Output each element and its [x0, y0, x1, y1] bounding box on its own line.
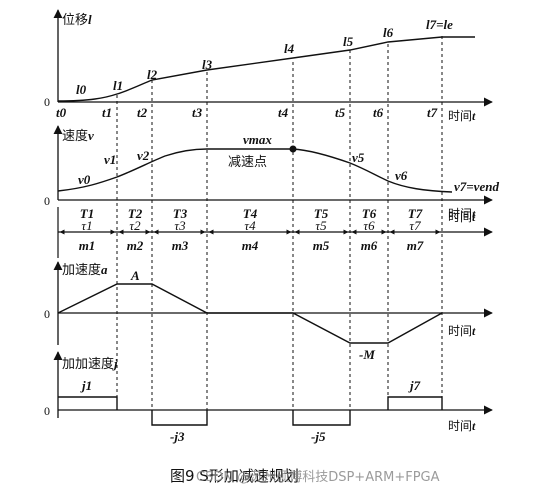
position-panel: 位移l 0 时间t l0 l1 l2 l3 l4 l5 l6 l7=le t0 … [44, 9, 493, 123]
label-tau4: τ4 [244, 218, 256, 233]
jerk-step-7 [387, 396, 443, 410]
segment-tau-row: τ1 τ2 τ3 τ4 τ5 τ6 τ7 [81, 218, 421, 233]
label-t6: t6 [373, 105, 384, 120]
label-tau3: τ3 [174, 218, 186, 233]
label-l6: l6 [383, 25, 394, 40]
label-vmax: vmax [243, 132, 272, 147]
segment-T-row: T1 T2 T3 T4 T5 T6 T7 [80, 206, 423, 221]
label-m4: m4 [242, 238, 259, 253]
accel-trough-label: -M [359, 347, 375, 362]
segment-m-row: m1 m2 m3 m4 m5 m6 m7 [79, 238, 424, 253]
label-v6: v6 [395, 168, 408, 183]
label-j1: j1 [80, 378, 92, 393]
label-t5: t5 [335, 105, 346, 120]
position-axis-title: 位移l [62, 12, 92, 28]
position-point-labels: l0 l1 l2 l3 l4 l5 l6 l7=le [76, 17, 453, 97]
label-v5: v5 [352, 150, 365, 165]
label-l7: l7=le [426, 17, 453, 32]
label-T3: T3 [173, 206, 188, 221]
label-T6: T6 [362, 206, 377, 221]
label-v0: v0 [78, 172, 91, 187]
label-l2: l2 [147, 67, 158, 82]
label-m2: m2 [127, 238, 144, 253]
accel-axis-title: 加速度a [62, 262, 108, 278]
label-T1: T1 [80, 206, 94, 221]
jerk-step-3 [151, 410, 208, 426]
watermark: CSDN @苏州硕博科技DSP+ARM+FPGA [196, 469, 440, 485]
jerk-zero: 0 [44, 404, 50, 418]
jerk-step-5 [292, 410, 351, 426]
accel-peak-label: A [130, 268, 140, 283]
time-guide-lines [116, 36, 443, 425]
label-T4: T4 [243, 206, 258, 221]
label-tau7: τ7 [409, 218, 421, 233]
label-m3: m3 [172, 238, 189, 253]
label-tau6: τ6 [363, 218, 375, 233]
label-l1: l1 [113, 78, 123, 93]
label-m5: m5 [313, 238, 330, 253]
acceleration-panel: 加速度a 0 A -M 时间t [44, 261, 493, 362]
label-tau5: τ5 [315, 218, 327, 233]
jerk-steps [58, 396, 443, 426]
velocity-axis-title: 速度v [62, 128, 94, 144]
label-t4: t4 [278, 105, 289, 120]
jerk-axis-title: 加加速度j [62, 356, 118, 372]
label-l0: l0 [76, 82, 87, 97]
position-curve [57, 36, 475, 102]
position-time-label: 时间t [448, 109, 476, 123]
jerk-time-label: 时间t [448, 419, 476, 433]
label-l5: l5 [343, 34, 354, 49]
label-m7: m7 [407, 238, 424, 253]
label-l3: l3 [202, 57, 213, 72]
label-t7: t7 [427, 105, 438, 120]
label-T7: T7 [408, 206, 423, 221]
velocity-zero: 0 [44, 194, 50, 208]
accel-time-label: 时间t [448, 324, 476, 338]
label-tau2: τ2 [129, 218, 141, 233]
jerk-panel: 加加速度j 0 j1 -j3 -j5 j7 时间t [44, 351, 493, 444]
label-l4: l4 [284, 41, 295, 56]
label-v7: v7=vend [454, 179, 499, 194]
label-t3: t3 [192, 105, 203, 120]
label-t2: t2 [137, 105, 148, 120]
decel-point-label: 减速点 [228, 155, 267, 170]
position-time-ticks: t0 t1 t2 t3 t4 t5 t6 t7 [56, 105, 438, 120]
segment-table: 时间t T1 T2 T3 T4 T5 T6 T7 τ1 τ2 τ3 τ4 τ5 … [57, 206, 493, 258]
label-tau1: τ1 [81, 218, 92, 233]
label-j5: -j5 [311, 429, 326, 444]
label-j7: j7 [408, 378, 421, 393]
velocity-time-label: 时间t [448, 207, 476, 221]
segment-time-label: 时间t [448, 210, 476, 224]
decel-point-marker [289, 145, 297, 153]
label-v1: v1 [104, 152, 116, 167]
position-zero: 0 [44, 95, 50, 109]
jerk-step-1 [58, 396, 118, 410]
figure-caption: 图9 S形加减速规划 [170, 467, 299, 485]
jerk-labels: j1 -j3 -j5 j7 [80, 378, 421, 444]
velocity-labels: v0 v1 v2 vmax v5 v6 v7=vend [78, 132, 499, 194]
label-m6: m6 [361, 238, 378, 253]
label-T5: T5 [314, 206, 329, 221]
label-t1: t1 [102, 105, 112, 120]
label-t0: t0 [56, 105, 67, 120]
label-m1: m1 [79, 238, 96, 253]
label-v2: v2 [137, 148, 150, 163]
velocity-panel: 速度v 0 时间t v0 v1 v2 vmax v5 v6 v7=vend 减速… [44, 125, 499, 221]
label-T2: T2 [128, 206, 143, 221]
label-j3: -j3 [170, 429, 185, 444]
accel-zero: 0 [44, 307, 50, 321]
accel-curve [57, 283, 443, 344]
